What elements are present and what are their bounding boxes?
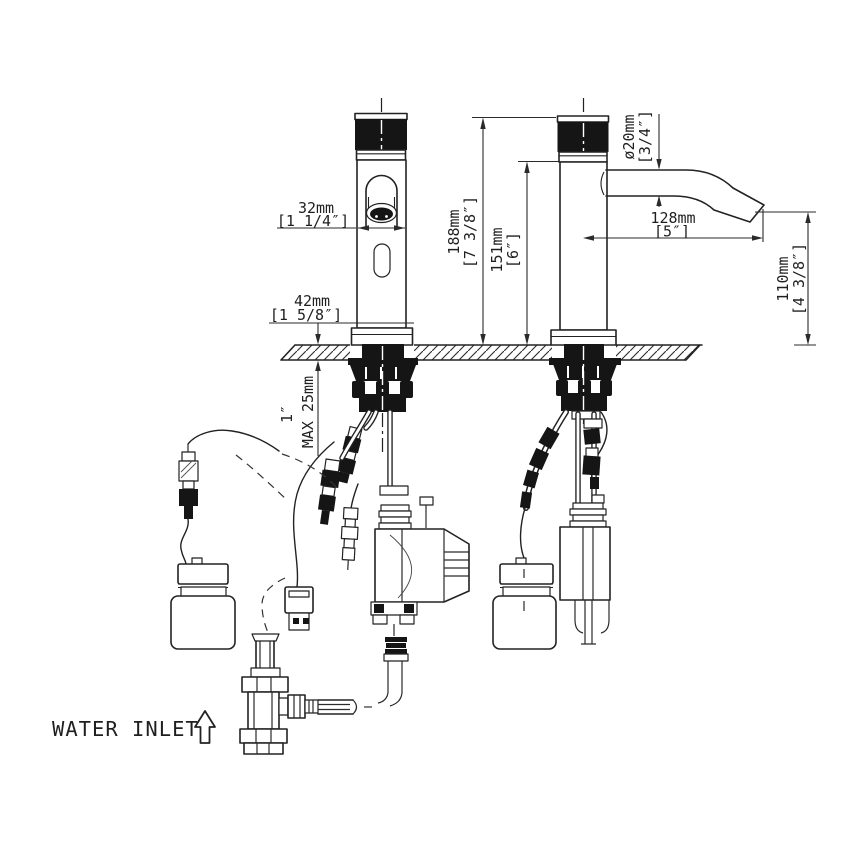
dim-spout-diameter-inch: [3/4″] bbox=[636, 110, 654, 164]
dim-spout-diameter-mm: ø20mm bbox=[620, 114, 638, 159]
dim-total-height-inch: [7 3/8″] bbox=[461, 196, 479, 268]
dim-spout-top-height: 151mm [6″] bbox=[488, 160, 559, 345]
base-flange-side bbox=[550, 329, 617, 346]
dim-outlet-height-inch: [4 3/8″] bbox=[790, 243, 808, 315]
dim-spout-reach-mm: 128mm bbox=[650, 209, 695, 227]
dim-total-height: 188mm [7 3/8″] bbox=[445, 116, 556, 345]
water-inlet-tee-valve bbox=[239, 633, 358, 755]
dim-spout-reach-inch: [5″] bbox=[654, 223, 690, 241]
countertop-deck bbox=[280, 343, 703, 362]
routing-dash-1 bbox=[235, 454, 289, 502]
dim-deck-thickness-inch: 1″ bbox=[278, 405, 296, 423]
battery-box-right bbox=[492, 557, 557, 650]
dim-spout-width-inch: [1 1/4″] bbox=[277, 212, 349, 230]
faucet-front-view bbox=[350, 98, 414, 346]
routing-dash-3 bbox=[261, 577, 286, 636]
usb-plug bbox=[284, 441, 335, 631]
dim-deck-thickness: 1″ MAX 25mm bbox=[278, 323, 321, 456]
dim-outlet-height: 110mm [4 3/8″] bbox=[755, 211, 816, 346]
mounting-nut-right bbox=[553, 364, 617, 380]
solenoid-valve-right bbox=[559, 494, 611, 645]
aerator-front bbox=[365, 174, 398, 228]
dim-base-width: 42mm [1 5/8″] bbox=[269, 292, 414, 324]
dim-spout-width-mm: 32mm bbox=[298, 199, 334, 217]
dim-spout-width: 32mm [1 1/4″] bbox=[277, 199, 405, 231]
dim-spout-top-height-mm: 151mm bbox=[488, 227, 506, 272]
cable-connector-right bbox=[582, 418, 603, 489]
dim-base-width-mm: 42mm bbox=[294, 292, 330, 310]
sensor-cable-left bbox=[187, 429, 280, 452]
dim-spout-diameter: ø20mm [3/4″] bbox=[620, 110, 662, 207]
up-arrow-icon bbox=[194, 710, 216, 744]
dim-total-height-mm: 188mm bbox=[445, 209, 463, 254]
faucet-body-side bbox=[559, 161, 608, 331]
cable-connector-b bbox=[317, 458, 341, 525]
solenoid-valve-left bbox=[370, 485, 470, 707]
routing-dash-2 bbox=[281, 453, 339, 490]
dim-base-width-inch: [1 5/8″] bbox=[270, 306, 342, 324]
base-flange-front bbox=[350, 327, 414, 346]
undersink-assembly-right bbox=[492, 344, 621, 650]
water-inlet-label-group: WATER INLET bbox=[52, 710, 216, 744]
cable-connector-c bbox=[340, 507, 359, 570]
dim-deck-thickness-mm: MAX 25mm bbox=[299, 376, 317, 448]
battery-cable-right bbox=[519, 507, 527, 565]
water-inlet-label: WATER INLET bbox=[52, 717, 199, 741]
washer-plate-left bbox=[348, 358, 418, 365]
dim-spout-reach: 128mm [5″] bbox=[583, 209, 764, 242]
undersink-assembly-left bbox=[170, 344, 470, 708]
washer-plate-right bbox=[549, 358, 621, 365]
dim-spout-top-height-inch: [6″] bbox=[504, 232, 522, 268]
battery-box-left bbox=[170, 444, 236, 650]
spout bbox=[600, 169, 765, 223]
faucet-side-view bbox=[550, 98, 765, 346]
sensor-window bbox=[373, 243, 391, 278]
dim-outlet-height-mm: 110mm bbox=[774, 256, 792, 301]
